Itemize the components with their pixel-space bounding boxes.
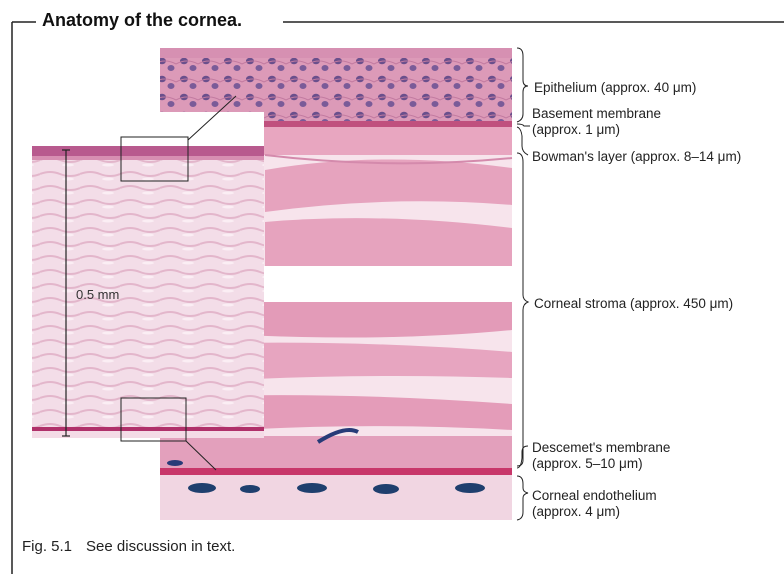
label-epithelium: Epithelium (approx. 40 μm) bbox=[534, 80, 696, 96]
label-descemets-membrane: Descemet's membrane (approx. 5–10 μm) bbox=[532, 440, 670, 472]
label-bowmans-layer: Bowman's layer (approx. 8–14 μm) bbox=[532, 149, 741, 165]
label-basement-membrane-line2: (approx. 1 μm) bbox=[532, 122, 661, 138]
label-basement-membrane-line1: Basement membrane bbox=[532, 106, 661, 122]
caption-number: Fig. 5.1 bbox=[22, 538, 72, 555]
label-braces bbox=[517, 48, 530, 520]
micrograph-overview bbox=[32, 112, 264, 438]
label-descemets-line1: Descemet's membrane bbox=[532, 440, 670, 456]
figure-title: Anatomy of the cornea. bbox=[36, 10, 248, 31]
label-basement-membrane: Basement membrane (approx. 1 μm) bbox=[532, 106, 661, 138]
label-endothelium-line1: Corneal endothelium bbox=[532, 488, 657, 504]
label-corneal-stroma: Corneal stroma (approx. 450 μm) bbox=[534, 296, 733, 312]
label-endothelium-line2: (approx. 4 μm) bbox=[532, 504, 657, 520]
figure-caption: Fig. 5.1 See discussion in text. bbox=[22, 538, 235, 555]
scale-bar-label: 0.5 mm bbox=[76, 287, 119, 302]
label-descemets-line2: (approx. 5–10 μm) bbox=[532, 456, 670, 472]
label-corneal-endothelium: Corneal endothelium (approx. 4 μm) bbox=[532, 488, 657, 520]
caption-text: See discussion in text. bbox=[86, 538, 235, 555]
